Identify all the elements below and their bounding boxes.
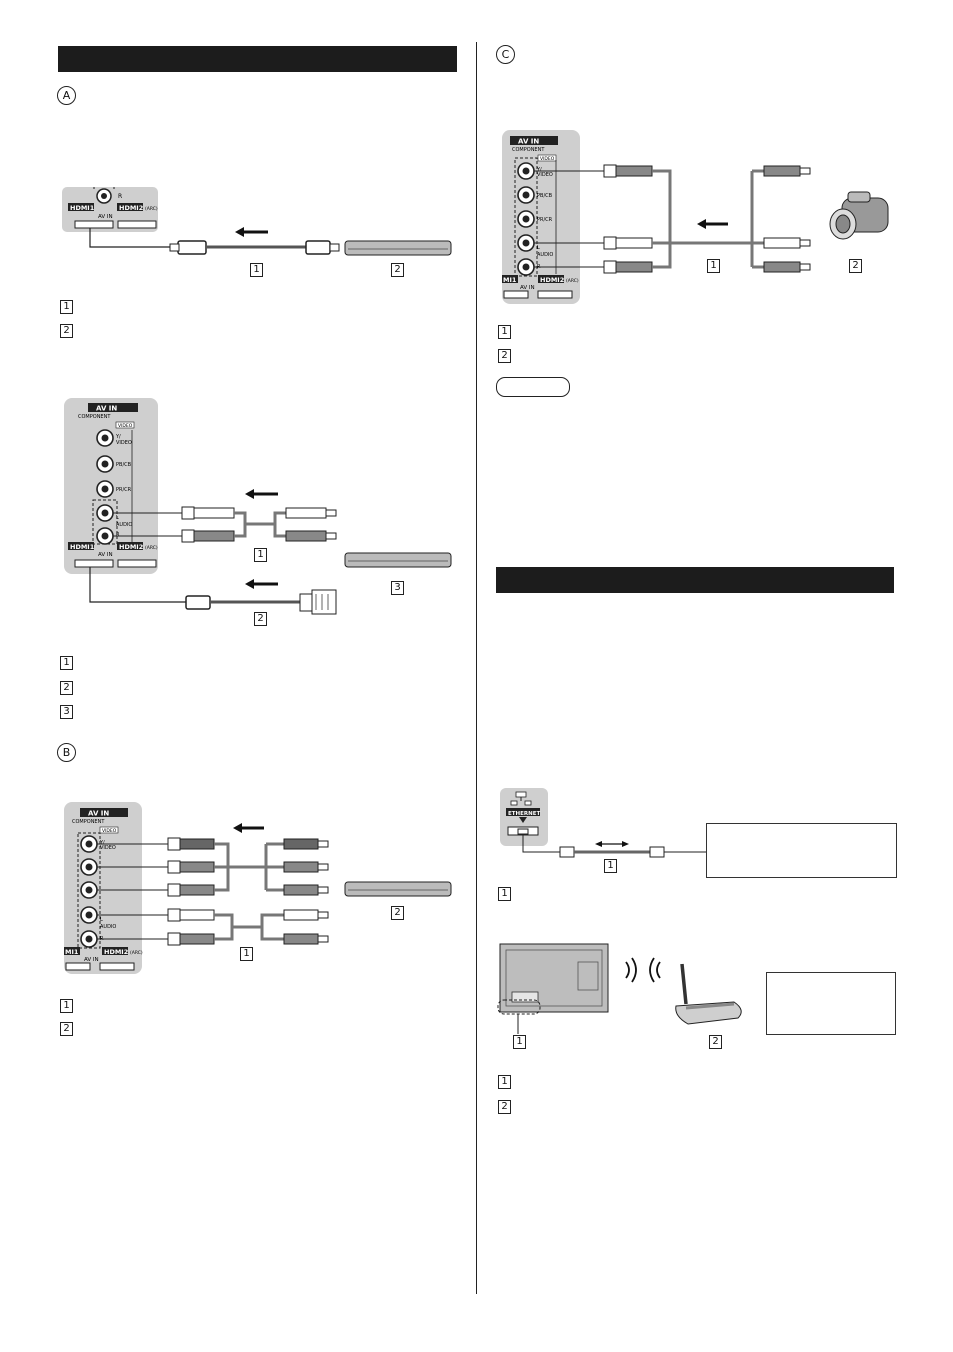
svg-text:AUDIO: AUDIO bbox=[116, 522, 132, 528]
svg-text:MI1: MI1 bbox=[503, 276, 517, 284]
list-number-2: 2 bbox=[60, 681, 73, 695]
list-number-2: 2 bbox=[498, 1100, 511, 1114]
callout-2: 2 bbox=[391, 263, 404, 277]
callout-1: 1 bbox=[250, 263, 263, 277]
svg-text:HDMI2: HDMI2 bbox=[119, 204, 143, 212]
svg-text:HDMI2: HDMI2 bbox=[540, 276, 564, 284]
svg-text:VIDEO: VIDEO bbox=[118, 423, 133, 429]
svg-text:PR/CR: PR/CR bbox=[537, 217, 553, 223]
svg-text:AV IN: AV IN bbox=[98, 552, 113, 558]
svg-text:Y/: Y/ bbox=[115, 434, 121, 440]
diagram-wireless-network bbox=[497, 943, 742, 1034]
diagram-hdmi-connection: R HDMI1 HDMI2 (ARC) AV IN bbox=[62, 187, 452, 256]
svg-text:ETHERNET: ETHERNET bbox=[508, 811, 540, 817]
svg-text:HDMI1: HDMI1 bbox=[70, 543, 95, 551]
list-number-1: 1 bbox=[60, 300, 73, 314]
column-divider bbox=[476, 42, 477, 1294]
svg-text:AV IN: AV IN bbox=[520, 285, 535, 291]
svg-text:AV IN: AV IN bbox=[88, 810, 109, 818]
svg-text:AV IN: AV IN bbox=[518, 138, 539, 146]
svg-text:AUDIO: AUDIO bbox=[537, 252, 553, 258]
callout-3: 3 bbox=[391, 581, 404, 595]
callout-1: 1 bbox=[254, 548, 267, 562]
marker-c: C bbox=[496, 45, 515, 64]
svg-text:MI1: MI1 bbox=[65, 948, 79, 956]
list-number-1: 1 bbox=[498, 325, 511, 339]
callout-1: 1 bbox=[513, 1035, 526, 1049]
list-number-3: 3 bbox=[60, 705, 73, 719]
network-device-box-wireless bbox=[766, 972, 896, 1035]
svg-text:L: L bbox=[116, 515, 119, 521]
diagram-wired-network: ETHERNET bbox=[500, 788, 706, 858]
svg-text:COMPONENT: COMPONENT bbox=[72, 819, 105, 825]
callout-1: 1 bbox=[707, 259, 720, 273]
svg-text:(ARC): (ARC) bbox=[130, 950, 143, 956]
svg-text:VIDEO: VIDEO bbox=[540, 156, 555, 162]
marker-b: B bbox=[57, 743, 76, 762]
network-device-box bbox=[706, 823, 897, 878]
svg-text:R: R bbox=[118, 193, 122, 200]
svg-text:AUDIO: AUDIO bbox=[100, 924, 116, 930]
svg-text:(ARC): (ARC) bbox=[145, 545, 158, 551]
svg-text:VIDEO: VIDEO bbox=[116, 440, 132, 446]
svg-text:AV IN: AV IN bbox=[84, 957, 99, 963]
svg-text:PR/CR: PR/CR bbox=[116, 487, 132, 493]
svg-text:COMPONENT: COMPONENT bbox=[512, 147, 545, 153]
svg-text:(ARC): (ARC) bbox=[566, 278, 579, 284]
svg-text:AV IN: AV IN bbox=[96, 405, 117, 413]
list-number-2: 2 bbox=[498, 349, 511, 363]
list-number-1: 1 bbox=[498, 887, 511, 901]
section-heading-bar-right bbox=[496, 567, 894, 593]
svg-text:VIDEO: VIDEO bbox=[102, 828, 117, 834]
callout-2: 2 bbox=[254, 612, 267, 626]
marker-a: A bbox=[57, 86, 76, 105]
svg-text:PB/CB: PB/CB bbox=[537, 193, 553, 199]
diagram-audio-dvi-connection: ■ AV IN COMPONENT VIDEO Y/VIDEO PB/CB PR… bbox=[64, 398, 452, 615]
svg-text:(ARC): (ARC) bbox=[145, 206, 158, 212]
svg-text:PB/CB: PB/CB bbox=[116, 462, 132, 468]
svg-text:L: L bbox=[537, 245, 540, 251]
svg-text:VIDEO: VIDEO bbox=[537, 172, 553, 178]
svg-text:HDMI1: HDMI1 bbox=[70, 204, 95, 212]
list-number-1: 1 bbox=[498, 1075, 511, 1089]
callout-1: 1 bbox=[240, 947, 253, 961]
svg-text:Y/: Y/ bbox=[99, 840, 105, 846]
list-number-1: 1 bbox=[60, 656, 73, 670]
svg-text:HDMI2: HDMI2 bbox=[119, 543, 143, 551]
svg-text:VIDEO: VIDEO bbox=[100, 845, 116, 851]
list-number-2: 2 bbox=[60, 1022, 73, 1036]
callout-2: 2 bbox=[391, 906, 404, 920]
callout-1: 1 bbox=[604, 859, 617, 873]
diagram-camcorder-connection: AV IN COMPONENT VIDEO Y/VIDEO PB/CB PR/C… bbox=[502, 130, 889, 304]
svg-text:HDMI2: HDMI2 bbox=[104, 948, 128, 956]
svg-text:R: R bbox=[116, 532, 120, 538]
svg-text:Y/: Y/ bbox=[536, 167, 542, 173]
list-number-1: 1 bbox=[60, 999, 73, 1013]
callout-2: 2 bbox=[709, 1035, 722, 1049]
section-heading-bar-left bbox=[58, 46, 457, 72]
svg-text:L: L bbox=[100, 917, 103, 923]
svg-text:COMPONENT: COMPONENT bbox=[78, 414, 111, 420]
list-number-2: 2 bbox=[60, 324, 73, 338]
svg-text:AV IN: AV IN bbox=[98, 214, 113, 220]
callout-2: 2 bbox=[849, 259, 862, 273]
note-badge bbox=[496, 377, 570, 397]
